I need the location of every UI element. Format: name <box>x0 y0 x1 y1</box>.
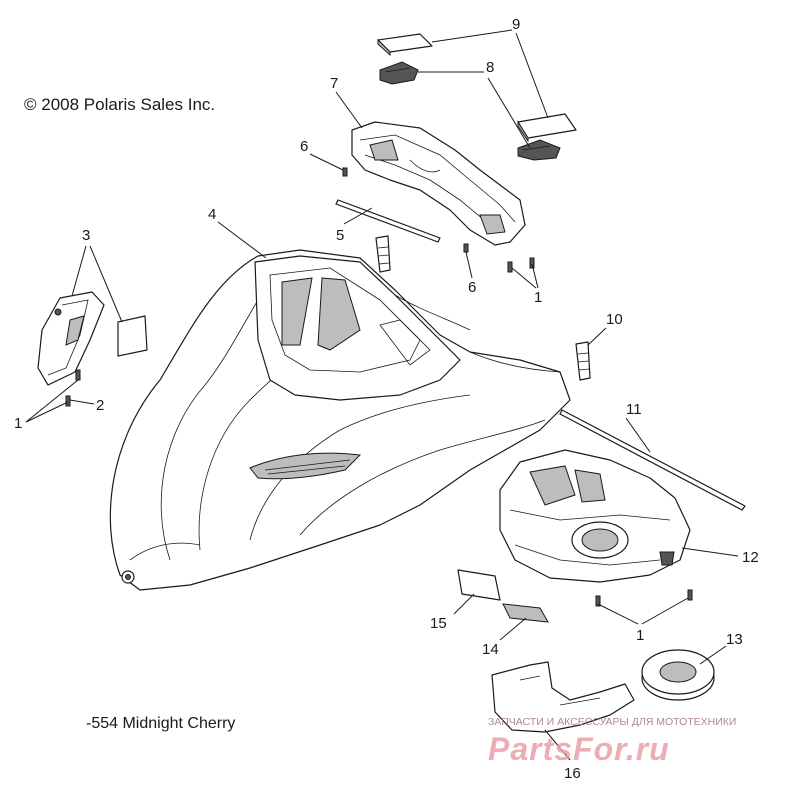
leader-lines <box>25 29 739 761</box>
callout-6-bottom: 6 <box>468 279 476 296</box>
callout-14: 14 <box>482 641 499 658</box>
watermark-logo: PartsFor.ru <box>488 731 670 767</box>
callout-5: 5 <box>336 227 344 244</box>
callout-7: 7 <box>330 75 338 92</box>
pad-parts <box>377 33 577 143</box>
callout-8: 8 <box>486 59 494 76</box>
callout-1-bottom: 1 <box>636 627 644 644</box>
long-rod-part <box>559 409 746 511</box>
instrument-housing-part <box>499 449 691 583</box>
fasteners <box>65 167 693 607</box>
color-note-text: -554 Midnight Cherry <box>86 715 235 732</box>
callout-1-top: 1 <box>534 289 542 306</box>
callout-numbers: 9 8 7 6 5 4 3 6 1 10 2 1 11 12 1 13 14 1… <box>14 16 759 782</box>
watermark: ЗАПЧАСТИ И АКСЕССУАРЫ ДЛЯ МОТОТЕХНИКИ Pa… <box>488 716 736 767</box>
callout-9: 9 <box>512 16 520 33</box>
copyright-text: © 2008 Polaris Sales Inc. <box>24 95 215 114</box>
callout-15: 15 <box>430 615 447 632</box>
console-part <box>351 121 526 246</box>
rod-part <box>335 199 441 243</box>
callout-6-top: 6 <box>300 138 308 155</box>
callout-3: 3 <box>82 227 90 244</box>
decal-14-part <box>502 603 549 623</box>
callout-13: 13 <box>726 631 743 648</box>
hood-part <box>109 249 571 591</box>
callout-2: 2 <box>96 397 104 414</box>
callout-11: 11 <box>626 401 642 418</box>
bracket-parts <box>379 61 561 161</box>
callout-4: 4 <box>208 206 216 223</box>
deflector-part <box>37 291 148 386</box>
grommet-part <box>641 649 715 701</box>
callout-10: 10 <box>606 311 623 328</box>
callout-1-left: 1 <box>14 415 22 432</box>
clip-parts <box>375 235 591 381</box>
decal-15-part <box>457 569 501 601</box>
callout-12: 12 <box>742 549 759 566</box>
watermark-caption: ЗАПЧАСТИ И АКСЕССУАРЫ ДЛЯ МОТОТЕХНИКИ <box>488 716 736 728</box>
heat-shield-part <box>491 661 635 733</box>
callout-16: 16 <box>564 765 581 782</box>
